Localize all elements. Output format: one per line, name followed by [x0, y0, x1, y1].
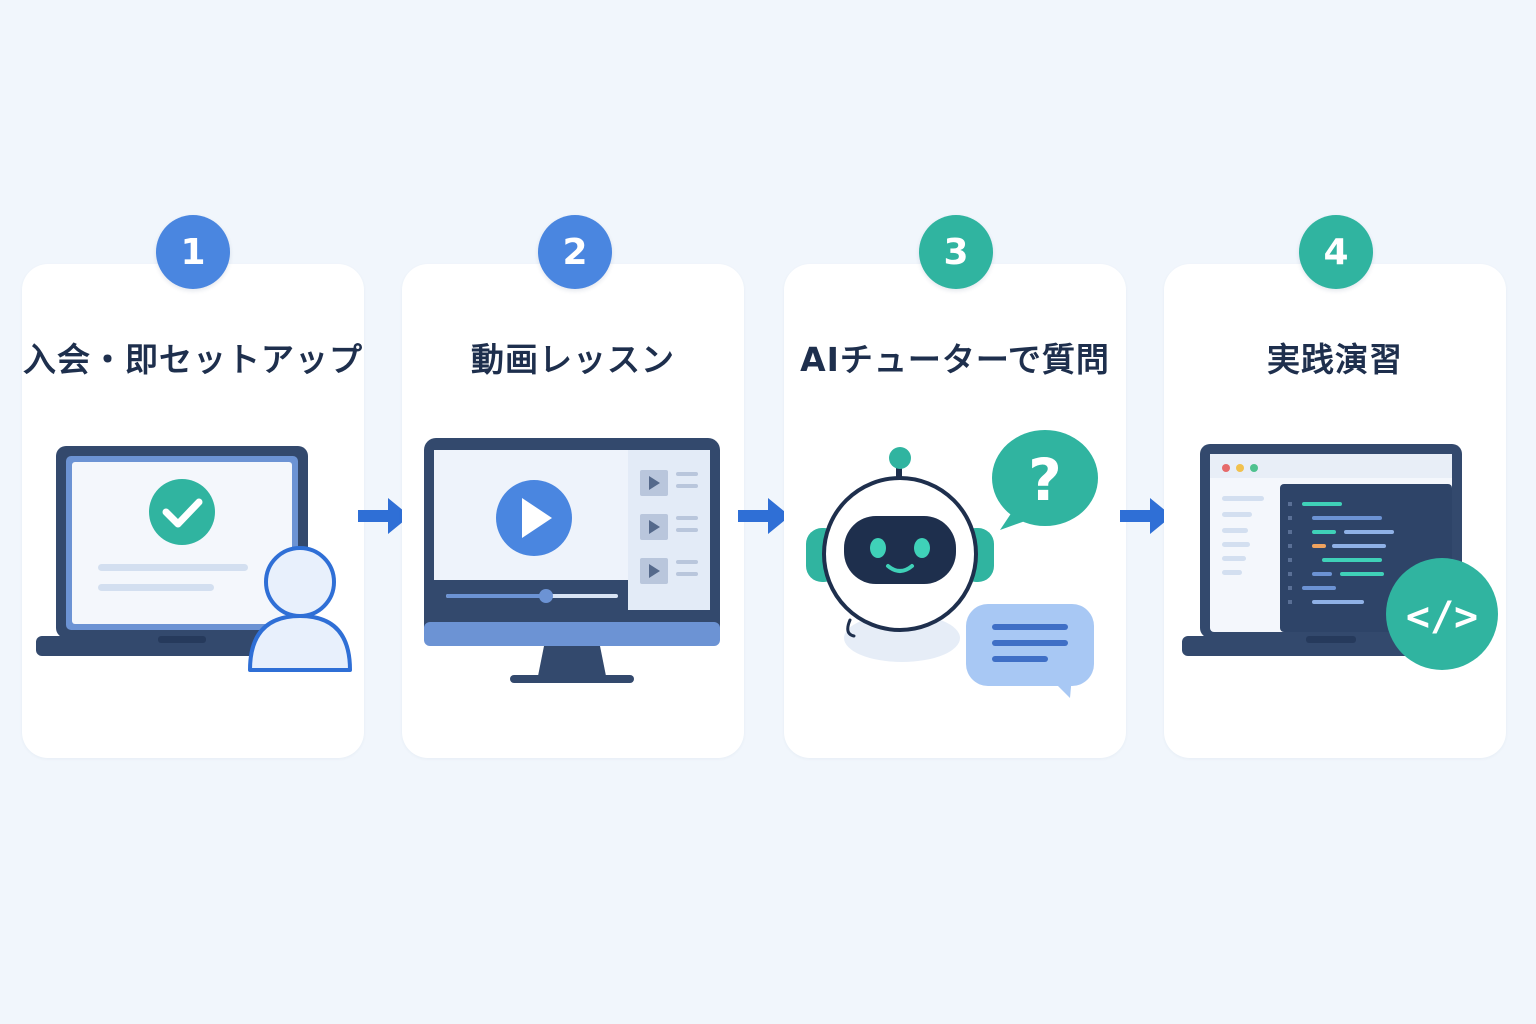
window-maximize-dot — [1250, 464, 1258, 472]
user-icon — [248, 546, 352, 672]
step-badge-3: 3 — [919, 215, 993, 289]
progress-handle — [539, 589, 553, 603]
flow-arrow-3 — [1120, 498, 1172, 534]
step-badge-1: 1 — [156, 215, 230, 289]
code-symbol: </> — [1406, 594, 1478, 640]
robot-icon — [806, 447, 994, 662]
step-title-1: 入会・即セットアップ — [23, 340, 363, 379]
ai-tutor-illustration: ? — [806, 430, 1098, 698]
chat-bubble-icon — [966, 604, 1094, 698]
step-badge-4: 4 — [1299, 215, 1373, 289]
window-minimize-dot — [1236, 464, 1244, 472]
step-number-4: 4 — [1323, 231, 1349, 273]
practice-illustration: </> — [1182, 444, 1498, 670]
step-number-1: 1 — [180, 231, 206, 273]
question-mark: ? — [1028, 446, 1062, 514]
flow-arrow-1 — [358, 498, 410, 534]
window-close-dot — [1222, 464, 1230, 472]
check-circle-icon — [149, 479, 215, 545]
playlist-icon — [628, 450, 710, 610]
video-lesson-illustration — [424, 438, 720, 683]
step-title-4: 実践演習 — [1267, 340, 1403, 379]
form-line — [98, 564, 248, 571]
step-badge-2: 2 — [538, 215, 612, 289]
form-line — [98, 584, 214, 591]
step-title-2: 動画レッスン — [471, 340, 675, 379]
setup-illustration — [36, 446, 352, 672]
question-bubble-icon: ? — [992, 430, 1098, 530]
play-button-icon — [496, 480, 572, 556]
step-title-3: AIチューターで質問 — [800, 340, 1110, 379]
step-number-2: 2 — [562, 231, 588, 273]
step-number-3: 3 — [943, 231, 969, 273]
browser-window — [1210, 454, 1452, 575]
flow-arrow-2 — [738, 498, 790, 534]
code-badge-icon: </> — [1386, 558, 1498, 670]
